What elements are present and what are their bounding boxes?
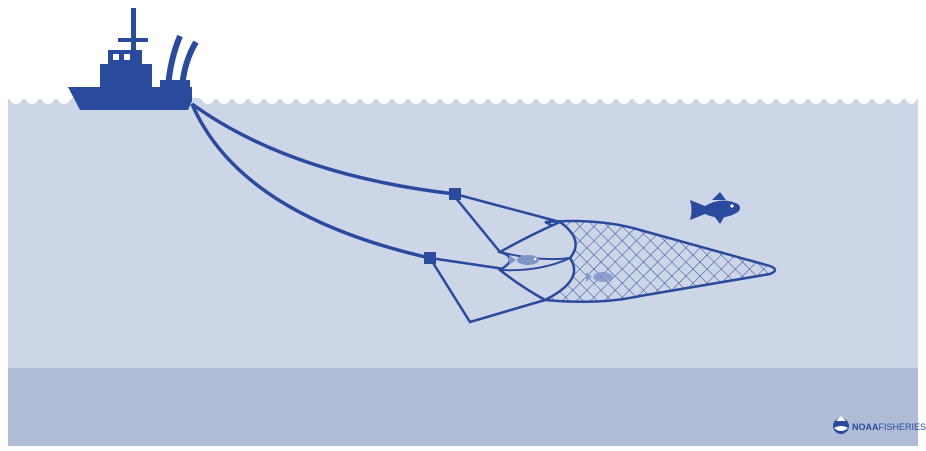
noaa-logo: NOAAFISHERIES — [833, 416, 926, 434]
water-column — [8, 98, 918, 368]
fish-icon — [509, 255, 539, 265]
logo-text-noaa: NOAA — [852, 422, 879, 432]
noaa-logo-icon — [833, 416, 849, 434]
seafloor — [8, 368, 918, 446]
trawler-boat-icon — [68, 8, 199, 110]
fish-icon — [586, 272, 613, 282]
wave-surface — [8, 94, 918, 104]
svg-text:NOAAFISHERIES: NOAAFISHERIES — [852, 422, 926, 432]
warp-cables — [190, 102, 456, 260]
fish-icon — [690, 192, 740, 224]
logo-text-fisheries: FISHERIES — [879, 422, 926, 432]
